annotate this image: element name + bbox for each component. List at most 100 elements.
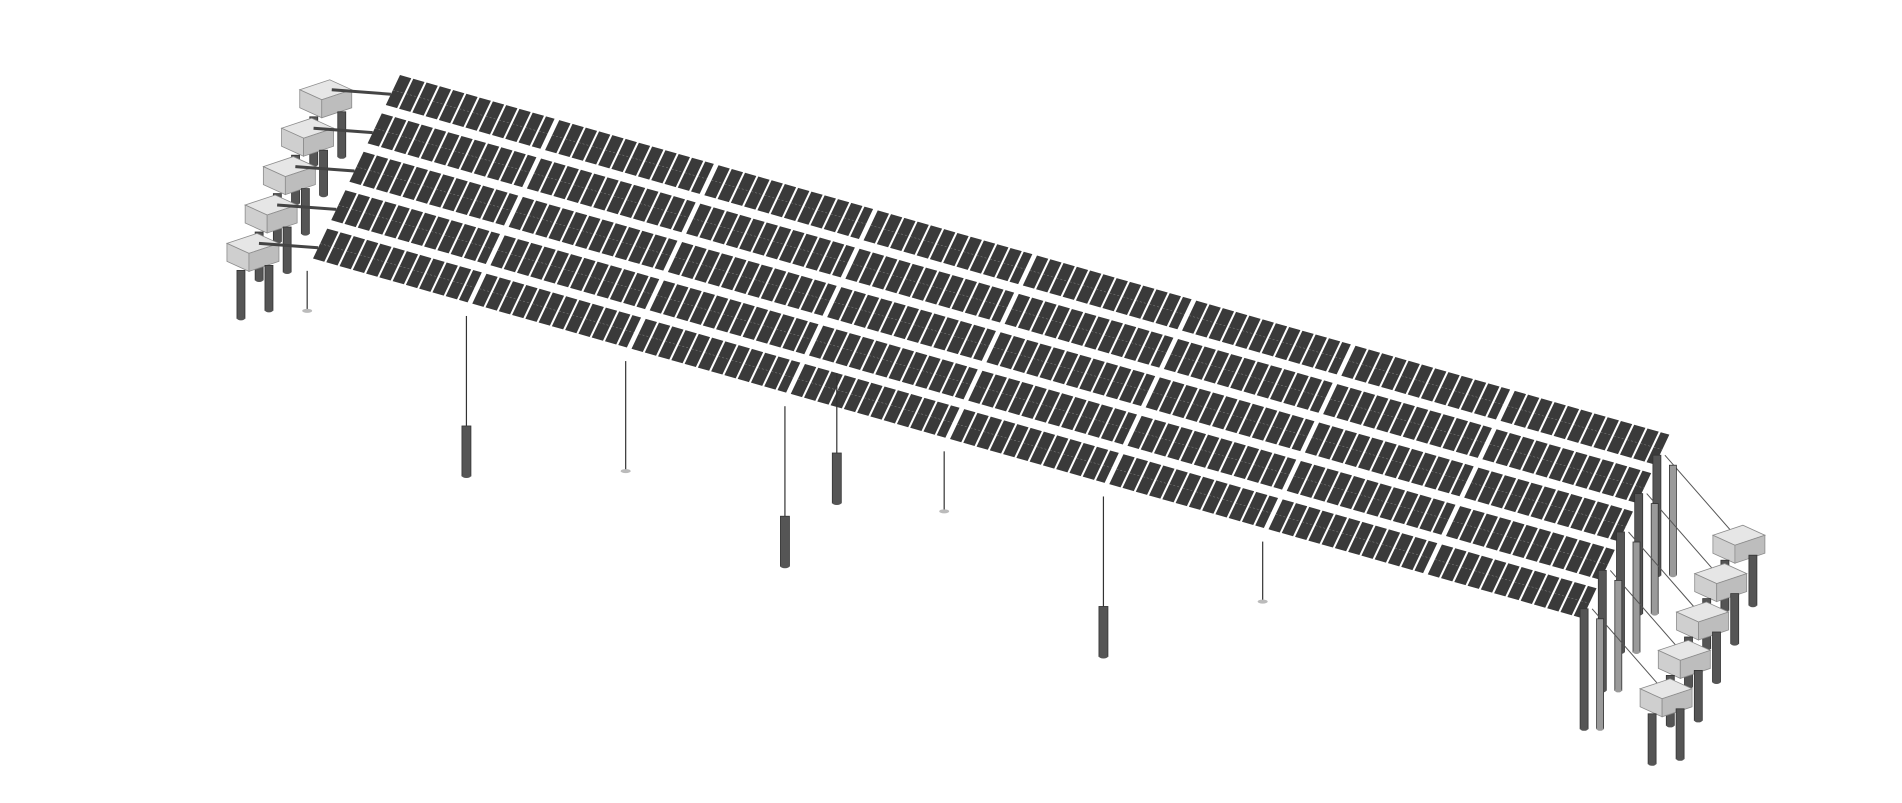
panel-divider-line: [537, 261, 549, 266]
panel-divider-line: [1298, 433, 1308, 437]
panel-divider-line: [728, 271, 740, 276]
panel-divider-line: [631, 157, 644, 162]
panel-divider-line: [966, 339, 979, 344]
panel-divider-line: [1374, 368, 1387, 372]
left-pillar: [300, 188, 310, 234]
panel-divider-line: [1559, 550, 1571, 555]
panel-divider-line: [1096, 289, 1108, 293]
panel-divider-line: [1170, 353, 1183, 358]
panel-divider-line: [1378, 456, 1390, 460]
panel-divider-line: [643, 291, 653, 295]
panel-divider-line: [1532, 543, 1545, 548]
panel-divider-line: [653, 207, 665, 211]
panel-divider-line: [1099, 377, 1112, 381]
panel-divider-line: [1219, 410, 1231, 415]
panel-divider-line: [751, 191, 763, 195]
panel-divider-line: [860, 309, 873, 314]
right-pillar: [1579, 608, 1589, 730]
panel-divider-line: [1232, 414, 1244, 419]
panel-divider-line: [449, 192, 461, 197]
panel-divider-line: [1471, 482, 1483, 487]
panel-divider-line: [892, 274, 904, 279]
panel-divider-line: [922, 370, 934, 375]
panel-divider-line: [1537, 501, 1549, 505]
panel-divider-line: [1023, 442, 1035, 447]
panel-divider-line: [683, 302, 695, 307]
panel-divider-line: [1567, 596, 1579, 601]
panel-divider-line: [1555, 462, 1568, 467]
panel-divider-line: [492, 292, 504, 296]
panel-divider-line: [1029, 270, 1042, 274]
panel-divider-line: [1360, 494, 1372, 499]
panel-divider-line: [1068, 411, 1080, 416]
panel-divider-line: [905, 278, 917, 283]
panel-divider-line: [656, 295, 669, 299]
panel-divider-line: [817, 210, 829, 214]
panel-divider-line: [1116, 468, 1128, 473]
panel-divider-line: [1333, 486, 1345, 491]
panel-divider-line: [1316, 395, 1326, 399]
panel-divider-line: [897, 232, 909, 237]
panel-divider-line: [804, 206, 816, 210]
panel-divider-line: [542, 219, 554, 223]
panel-divider-line: [789, 332, 801, 337]
panel-divider-line: [648, 249, 660, 253]
panel-divider-line: [387, 131, 400, 136]
foundation-pillar-base: [1712, 680, 1721, 684]
panel-divider-line: [1423, 425, 1435, 429]
panel-divider-line: [1311, 437, 1324, 441]
panel-divider-line: [1182, 487, 1195, 492]
panel-divider-line: [1452, 520, 1465, 525]
panel-divider-line: [719, 225, 732, 230]
panel-divider-line: [1112, 380, 1125, 385]
panel-divider-line: [1277, 383, 1289, 388]
panel-divider-line: [1383, 413, 1395, 418]
panel-divider-line: [1136, 300, 1148, 304]
foundation-pillar-base: [1694, 718, 1703, 723]
panel-divider-line: [666, 210, 679, 215]
panel-divider-line: [847, 305, 859, 310]
panel-divider-line: [1197, 361, 1209, 365]
panel-divider-line: [635, 245, 647, 250]
panel-divider-line: [432, 101, 445, 105]
panel-divider-line: [1494, 401, 1504, 405]
panel-divider-line: [431, 231, 443, 235]
panel-divider-line: [1386, 502, 1399, 506]
panel-divider-line: [762, 325, 775, 329]
panel-divider-line: [538, 131, 548, 135]
panel-divider-line: [943, 420, 953, 424]
panel-divider-line: [1627, 439, 1639, 444]
panel-divider-line: [1391, 459, 1403, 464]
panel-divider-line: [744, 363, 757, 368]
panel-divider-line: [754, 279, 766, 284]
panel-divider-line: [671, 168, 683, 173]
panel-divider-line: [1489, 444, 1501, 448]
panel-divider-line: [691, 348, 704, 353]
hanging-column: [461, 425, 472, 477]
panel-divider-line: [1454, 390, 1466, 395]
panel-divider-line: [1598, 562, 1608, 566]
panel-divider-line: [472, 112, 484, 116]
panel-divider-line: [988, 389, 1000, 393]
panel-divider-line: [414, 139, 426, 144]
panel-divider-line: [1028, 400, 1040, 405]
panel-divider-line: [427, 143, 440, 147]
hanging-column: [780, 515, 790, 567]
panel-divider-line: [1421, 555, 1431, 559]
panel-divider-line: [1174, 441, 1186, 446]
foundation-pillar-base: [1676, 756, 1685, 761]
panel-divider-line: [1134, 430, 1146, 435]
panel-divider-line: [1608, 477, 1621, 482]
foundation-pillar: [1748, 554, 1758, 606]
panel-divider-line: [320, 243, 332, 248]
panel-divider-line: [950, 247, 962, 252]
panel-divider-line: [903, 408, 916, 413]
panel-divider-line: [1573, 424, 1586, 429]
panel-divider-line: [644, 161, 657, 165]
panel-divider-line: [1019, 354, 1032, 359]
panel-divider-line: [895, 362, 908, 367]
right-pillar-base: [1633, 650, 1640, 654]
panel-divider-line: [976, 255, 989, 259]
panel-divider-line: [698, 176, 707, 180]
panel-divider-line: [1484, 486, 1496, 490]
